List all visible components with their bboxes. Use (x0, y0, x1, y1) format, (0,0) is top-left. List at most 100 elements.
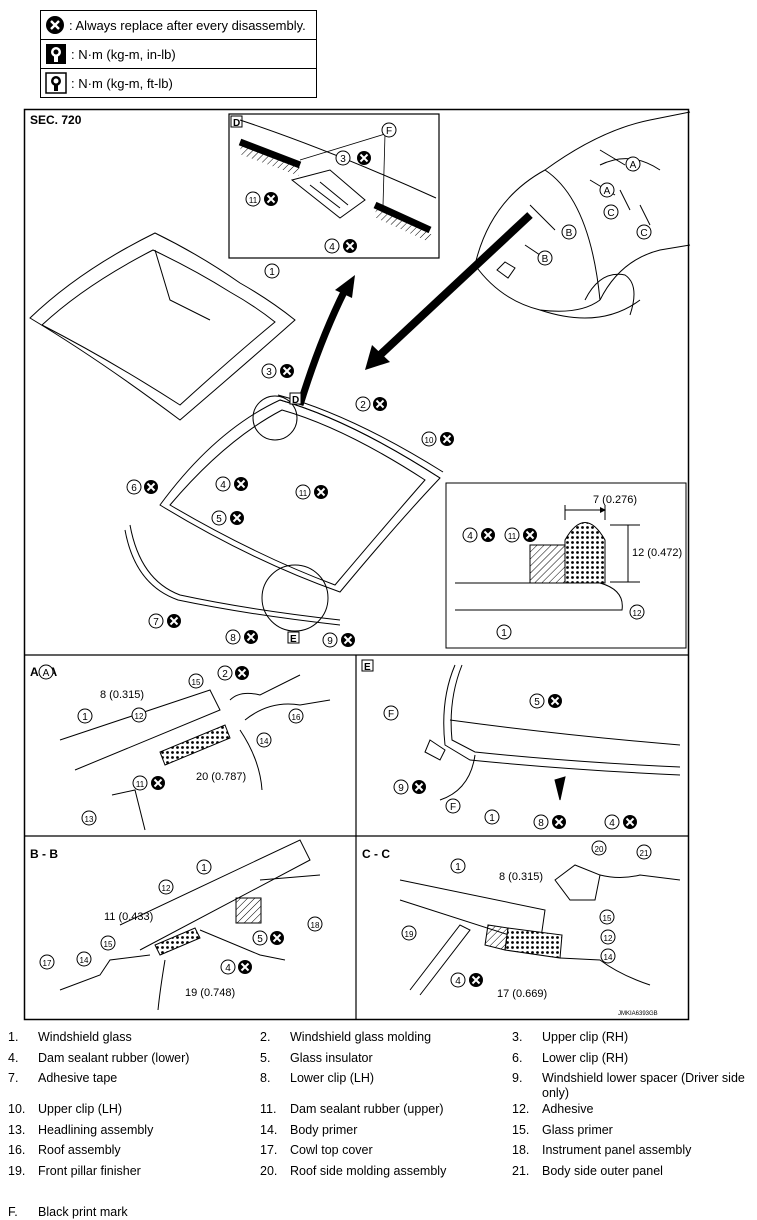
svg-text:15: 15 (603, 914, 612, 923)
part-label: Windshield lower spacer (Driver side onl… (542, 1071, 745, 1100)
callout-4: 4 (324, 238, 340, 254)
callout-4d: 4 (604, 814, 620, 830)
svg-text:18: 18 (311, 921, 320, 930)
callout-B: B (561, 224, 577, 240)
svg-text:8: 8 (230, 633, 236, 644)
diagram-frame (23, 108, 690, 1021)
callout-4e: 4 (220, 959, 236, 975)
callout-14b: 14 (76, 951, 92, 967)
part-number: 5. (260, 1051, 271, 1065)
callout-markers: 1 1 1 1 1 1 2 2 3 3 4 4 4 4 4 4 5 5 5 6 … (38, 122, 652, 988)
svg-text:15: 15 (104, 940, 113, 949)
svg-text:1: 1 (489, 813, 495, 824)
adhesive-detail (445, 482, 687, 649)
svg-text:F: F (450, 802, 456, 813)
svg-text:1: 1 (82, 712, 88, 723)
part-label: Front pillar finisher (38, 1164, 141, 1178)
svg-text:4: 4 (467, 531, 473, 542)
part-label: Roof side molding assembly (290, 1164, 447, 1178)
part-number: F. (8, 1205, 18, 1219)
section-e-drawing (424, 664, 681, 801)
callout-12b: 12 (131, 707, 147, 723)
svg-text:C: C (607, 208, 614, 219)
callout-1d: 1 (484, 809, 500, 825)
svg-text:6: 6 (131, 483, 137, 494)
legend-torque-ft-row: : N·m (kg-m, ft-lb) (41, 69, 316, 97)
part-label: Black print mark (38, 1205, 128, 1219)
glass-assembly (124, 394, 444, 632)
callout-13: 13 (81, 810, 97, 826)
svg-text:5: 5 (257, 934, 263, 945)
part-label: Windshield glass (38, 1030, 132, 1044)
part-label: Lower clip (RH) (542, 1051, 629, 1065)
callout-6: 6 (126, 479, 142, 495)
legend-torque-in-row: : N·m (kg-m, in-lb) (41, 40, 316, 69)
svg-text:11: 11 (299, 489, 308, 498)
callout-B2: B (537, 250, 553, 266)
svg-text:1: 1 (501, 628, 507, 639)
callout-5b: 5 (529, 693, 545, 709)
callout-11d: 11 (132, 775, 148, 791)
dim-aa-20: 20 (0.787) (196, 771, 246, 783)
part-number: 16. (8, 1143, 26, 1157)
part-label: Headlining assembly (38, 1123, 154, 1137)
callout-8: 8 (225, 629, 241, 645)
part-number: 13. (8, 1123, 26, 1137)
svg-text:16: 16 (292, 713, 301, 722)
svg-text:14: 14 (604, 953, 613, 962)
callout-1f: 1 (450, 858, 466, 874)
part-label: Adhesive (542, 1102, 594, 1116)
view-e-marker: E (290, 634, 297, 645)
part-number: 21. (512, 1164, 530, 1178)
section-bb-drawing (59, 839, 321, 1011)
svg-text:3: 3 (340, 154, 346, 165)
callout-11b: 11 (295, 484, 311, 500)
svg-text:12: 12 (162, 884, 171, 893)
part-number: 2. (260, 1030, 271, 1044)
arrow-to-detail-d (296, 288, 349, 407)
torque-wrench-filled-icon (46, 44, 66, 64)
callout-15b: 15 (100, 935, 116, 951)
svg-text:11: 11 (249, 196, 258, 205)
part-label: Roof assembly (38, 1143, 121, 1157)
windshield-glass (29, 232, 296, 421)
callout-F3: F (445, 798, 461, 814)
svg-text:3: 3 (266, 367, 272, 378)
part-number: 9. (512, 1071, 523, 1085)
svg-text:5: 5 (216, 514, 222, 525)
svg-text:20: 20 (595, 845, 604, 854)
legend-torque-ft-text: : N·m (kg-m, ft-lb) (71, 75, 173, 91)
part-label: Windshield glass molding (290, 1030, 432, 1044)
part-number: 7. (8, 1071, 19, 1085)
svg-text:2: 2 (222, 669, 228, 680)
svg-text:12: 12 (604, 934, 613, 943)
svg-text:4: 4 (220, 480, 226, 491)
part-number: 14. (260, 1123, 278, 1137)
svg-text:B: B (566, 228, 573, 239)
view-d-marker: D (292, 395, 299, 406)
dim-bb-11: 11 (0.433) (104, 911, 153, 923)
svg-text:1: 1 (269, 267, 275, 278)
section-bb-title: B - B (30, 847, 58, 861)
svg-text:9: 9 (398, 783, 404, 794)
svg-text:A: A (43, 668, 50, 679)
part-label: Instrument panel assembly (542, 1143, 692, 1157)
part-label: Upper clip (LH) (38, 1102, 123, 1116)
dim-cc-17: 17 (0.669) (497, 988, 547, 1000)
svg-text:10: 10 (425, 436, 434, 445)
svg-text:12: 12 (633, 609, 642, 618)
callout-7: 7 (148, 613, 164, 629)
callout-18: 18 (307, 916, 323, 932)
callout-19: 19 (401, 925, 417, 941)
part-number: 8. (260, 1071, 271, 1085)
callout-14: 14 (256, 732, 272, 748)
svg-text:8: 8 (538, 818, 544, 829)
callout-10: 10 (421, 431, 437, 447)
callout-AA-a: A (38, 664, 54, 680)
svg-text:15: 15 (192, 678, 201, 687)
section-cc-drawing (399, 864, 681, 996)
windshield-diagram: SEC. 720 D (23, 108, 691, 1021)
section-cc-title: C - C (362, 847, 390, 861)
callout-21: 21 (636, 844, 652, 860)
part-number: 15. (512, 1123, 530, 1137)
